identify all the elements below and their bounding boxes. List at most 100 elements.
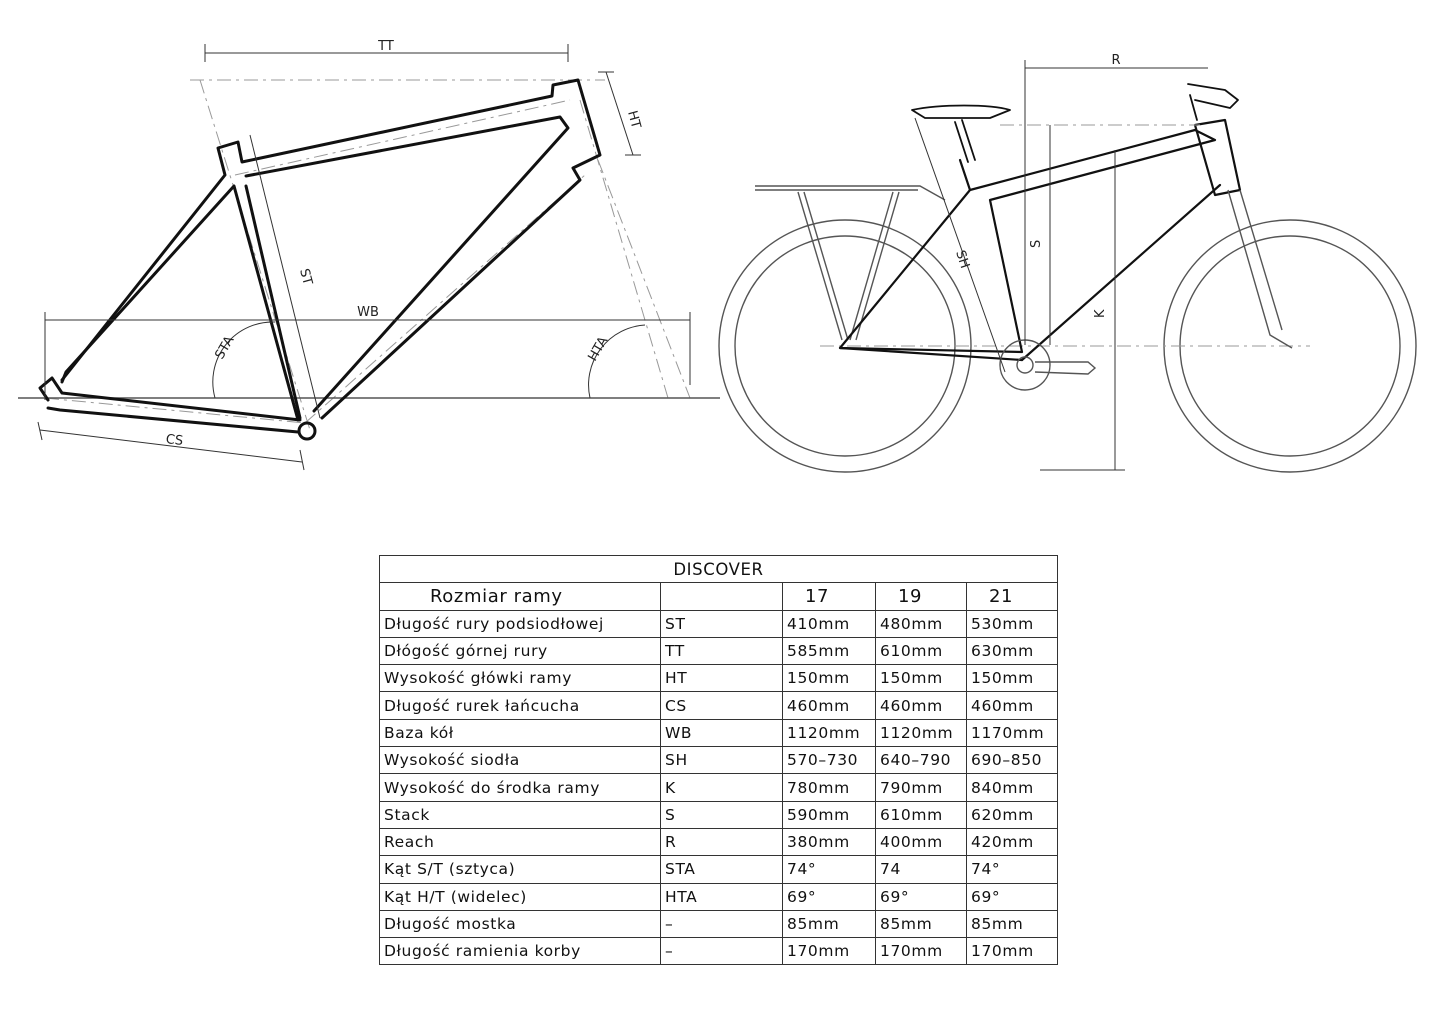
geometry-table: DISCOVER Rozmiar ramy 17 19 21 Długość r… [379,554,1058,966]
label-sh: SH [952,249,972,271]
row-name: Dłógość górnej rury [379,636,661,666]
table-title-row: DISCOVER [379,554,1058,584]
row-name: Kąt H/T (widelec) [379,882,661,911]
row-code: WB [660,718,783,748]
bike-drawing: R S SH K [718,53,1417,473]
row-code: R [660,827,783,857]
row-name: Kąt S/T (sztyca) [379,855,661,884]
row-value-21: 69° [966,882,1058,911]
row-value-19: 170mm [875,937,967,966]
row-value-21: 74° [966,855,1058,884]
table-header-row: Rozmiar ramy 17 19 21 [379,582,1058,611]
row-code: – [660,909,783,939]
label-sta: STA [212,334,237,362]
row-code: – [660,937,783,966]
row-value-17: 1120mm [782,718,876,748]
label-st: ST [296,267,315,287]
row-value-21: 85mm [966,909,1058,939]
row-value-21: 420mm [966,827,1058,857]
row-value-19: 460mm [875,691,967,720]
row-value-19: 85mm [875,909,967,939]
row-value-17: 69° [782,882,876,911]
table-title: DISCOVER [379,554,1058,584]
row-value-21: 690–850 [966,746,1058,775]
row-code: ST [660,609,783,638]
label-k: K [1093,309,1108,318]
row-value-19: 74 [875,855,967,884]
row-value-19: 640–790 [875,746,967,775]
row-value-21: 150mm [966,664,1058,693]
row-value-21: 630mm [966,636,1058,666]
row-code: K [660,773,783,802]
row-value-17: 460mm [782,691,876,720]
header-name: Rozmiar ramy [379,582,661,611]
label-s: S [1029,240,1044,248]
row-value-19: 1120mm [875,718,967,748]
row-value-19: 610mm [875,800,967,829]
row-name: Reach [379,827,661,857]
label-ht: HT [624,109,643,130]
row-value-17: 170mm [782,937,876,966]
row-name: Długość rury podsiodłowej [379,609,661,638]
row-value-21: 530mm [966,609,1058,638]
row-name: Wysokość główki ramy [379,664,661,693]
row-value-21: 460mm [966,691,1058,720]
label-hta: HTA [585,334,611,364]
row-value-19: 400mm [875,827,967,857]
row-name: Wysokość siodła [379,746,661,775]
header-size-17: 17 [782,582,876,611]
row-value-17: 85mm [782,909,876,939]
row-value-21: 620mm [966,800,1058,829]
header-code [660,582,783,611]
row-code: SH [660,746,783,775]
row-name: Długość mostka [379,909,661,939]
row-value-19: 150mm [875,664,967,693]
row-code: HT [660,664,783,693]
row-value-21: 1170mm [966,718,1058,748]
row-value-17: 150mm [782,664,876,693]
label-r: R [1111,53,1120,68]
row-code: TT [660,636,783,666]
row-name: Długość ramienia korby [379,937,661,966]
row-value-17: 74° [782,855,876,884]
row-value-19: 480mm [875,609,967,638]
row-value-21: 170mm [966,937,1058,966]
row-code: S [660,800,783,829]
row-name: Długość rurek łańcucha [379,691,661,720]
row-name: Wysokość do środka ramy [379,773,661,802]
row-name: Baza kół [379,718,661,748]
label-tt: TT [377,39,394,54]
row-code: STA [660,855,783,884]
label-cs: CS [165,432,184,449]
row-value-17: 590mm [782,800,876,829]
row-value-19: 610mm [875,636,967,666]
row-name: Stack [379,800,661,829]
row-value-21: 840mm [966,773,1058,802]
row-value-19: 69° [875,882,967,911]
row-value-17: 780mm [782,773,876,802]
row-value-17: 585mm [782,636,876,666]
header-size-19: 19 [875,582,967,611]
row-value-17: 410mm [782,609,876,638]
row-code: HTA [660,882,783,911]
row-value-17: 570–730 [782,746,876,775]
row-value-19: 790mm [875,773,967,802]
frame-drawing: TT HT ST WB STA HTA CS [18,39,720,471]
label-wb: WB [357,305,379,320]
row-code: CS [660,691,783,720]
header-size-21: 21 [966,582,1058,611]
row-value-17: 380mm [782,827,876,857]
